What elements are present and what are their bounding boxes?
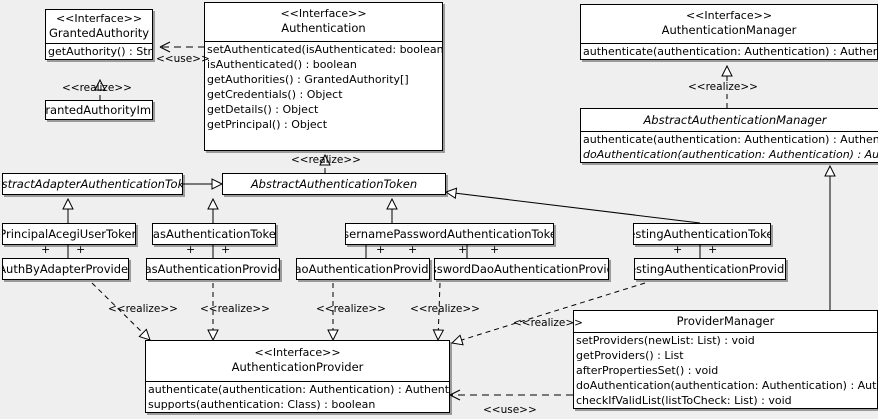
association-adornment: + (221, 243, 231, 256)
relationship-label-realize-cas-provider: <<realize>> (200, 303, 270, 315)
operation: authenticate(authentication: Authenticat… (148, 383, 449, 396)
association-adornment: + (408, 243, 418, 256)
class-name: CasAuthenticationProvider (147, 262, 279, 276)
operation: setProviders(newList: List) : void (576, 334, 755, 347)
stereotype: <<Interface>> (55, 12, 143, 25)
class-cas-authentication-provider[interactable]: CasAuthenticationProvider (146, 258, 280, 280)
association-adornment: + (708, 243, 718, 256)
class-name: PrincipalAcegiUserToken (2, 227, 136, 241)
operation: authenticate(authentication: Authenticat… (583, 45, 877, 58)
class-name: Authentication (281, 21, 366, 35)
association-adornment: + (76, 243, 86, 256)
class-authentication-provider[interactable]: <<Interface>> AuthenticationProvider aut… (145, 340, 450, 413)
relationship-label-realize-auth-by-adapter: <<realize>> (108, 303, 178, 315)
operation: doAuthentication(authentication: Authent… (576, 379, 877, 392)
stereotype: <<Interface>> (280, 7, 367, 20)
operations-compartment: setAuthenticated(isAuthenticated: boolea… (205, 41, 442, 132)
class-name: DaoAuthenticationProvider (297, 262, 429, 276)
association-adornment: + (458, 243, 468, 256)
class-password-dao-authentication-provider[interactable]: PasswordDaoAuthenticationProvider (434, 258, 609, 280)
class-authentication-manager[interactable]: <<Interface>> AuthenticationManager auth… (580, 4, 878, 60)
association-adornment: + (186, 243, 196, 256)
operation: setAuthenticated(isAuthenticated: boolea… (207, 43, 442, 56)
class-abstract-adapter-authentication-token[interactable]: AbstractAdapterAuthenticationToken (2, 173, 183, 195)
class-cas-authentication-token[interactable]: CasAuthenticationToken (152, 223, 276, 245)
class-name: AbstractAuthenticationToken (250, 177, 418, 191)
class-name: GrantedAuthorityImpl (45, 103, 152, 117)
class-name: GrantedAuthority (49, 26, 150, 40)
operation: afterPropertiesSet() : void (576, 364, 719, 377)
class-header: ProviderManager (574, 311, 877, 332)
relationship-label-use-provider-manager: <<use>> (483, 404, 537, 416)
association-adornment: + (41, 243, 51, 256)
operation: getProviders() : List (576, 349, 684, 362)
class-name: AuthenticationManager (661, 23, 797, 37)
class-name: TestingAuthenticationToken (634, 227, 770, 241)
class-header: <<Interface>> AuthenticationProvider (146, 341, 449, 381)
operation: getPrincipal() : Object (207, 118, 328, 131)
operations-compartment: authenticate(authentication: Authenticat… (146, 381, 449, 412)
class-name: UsernamePasswordAuthenticationToken (345, 227, 554, 241)
class-provider-manager[interactable]: ProviderManager setProviders(newList: Li… (573, 310, 878, 409)
relationship-label-realize-granted-authority-impl: <<realize>> (62, 82, 132, 94)
class-testing-authentication-provider[interactable]: TestingAuthenticationProvider (634, 258, 786, 280)
operation: checkIfValidList(listToCheck: List) : vo… (576, 394, 792, 407)
association-adornment: + (490, 243, 500, 256)
operations-compartment: setProviders(newList: List) : void getPr… (574, 332, 877, 408)
relationship-label-realize-abstract-token: <<realize>> (291, 154, 361, 166)
operation: authenticate(authentication: Authenticat… (583, 133, 878, 146)
class-header: <<Interface>> GrantedAuthority (46, 10, 152, 43)
class-granted-authority[interactable]: <<Interface>> GrantedAuthority getAuthor… (45, 9, 153, 60)
relationship-label-realize-password-dao-provider: <<realize>> (410, 303, 480, 315)
class-name: CasAuthenticationToken (152, 227, 276, 241)
stereotype: <<Interface>> (685, 9, 773, 22)
class-abstract-authentication-token[interactable]: AbstractAuthenticationToken (222, 173, 446, 195)
class-name: AbstractAuthenticationManager (643, 113, 827, 127)
operation: getAuthorities() : GrantedAuthority[] (207, 73, 409, 86)
association-adornment: + (673, 243, 683, 256)
class-dao-authentication-provider[interactable]: DaoAuthenticationProvider (296, 258, 430, 280)
association-adornment: + (376, 243, 386, 256)
operation: doAuthentication(authentication: Authent… (583, 148, 878, 161)
operations-compartment: authenticate(authentication: Authenticat… (581, 43, 877, 59)
class-header: <<Interface>> Authentication (205, 3, 442, 41)
relationship-label-realize-dao-provider: <<realize>> (316, 303, 386, 315)
class-name: ProviderManager (676, 314, 775, 328)
class-header: AbstractAuthenticationManager (581, 109, 878, 131)
operations-compartment: authenticate(authentication: Authenticat… (581, 131, 878, 162)
class-name: AuthenticationProvider (231, 360, 364, 374)
operation: supports(authentication: Class) : boolea… (148, 398, 376, 411)
class-header: <<Interface>> AuthenticationManager (581, 5, 877, 43)
class-principal-acegi-user-token[interactable]: PrincipalAcegiUserToken (2, 223, 136, 245)
class-auth-by-adapter-provider[interactable]: AuthByAdapterProvider (2, 258, 129, 280)
relationship-label-use-granted-authority: <<use>> (156, 53, 210, 65)
operation: getCredentials() : Object (207, 88, 343, 101)
operation: getAuthority() : String (48, 45, 152, 58)
class-name: AbstractAdapterAuthenticationToken (2, 177, 182, 191)
operation: isAuthenticated() : boolean (207, 58, 357, 71)
class-username-password-authentication-token[interactable]: UsernamePasswordAuthenticationToken (345, 223, 554, 245)
stereotype: <<Interface>> (254, 346, 341, 359)
relationship-label-realize-testing-provider: <<realize>> (513, 317, 583, 329)
operation: getDetails() : Object (207, 103, 319, 116)
class-name: AuthByAdapterProvider (2, 262, 129, 276)
class-testing-authentication-token[interactable]: TestingAuthenticationToken (633, 223, 771, 245)
class-name: TestingAuthenticationProvider (635, 262, 785, 276)
class-name: PasswordDaoAuthenticationProvider (435, 262, 608, 276)
class-granted-authority-impl[interactable]: GrantedAuthorityImpl (45, 100, 153, 120)
operations-compartment: getAuthority() : String (46, 43, 152, 59)
relationship-label-realize-authentication-manager: <<realize>> (688, 81, 758, 93)
class-abstract-authentication-manager[interactable]: AbstractAuthenticationManager authentica… (580, 108, 878, 163)
class-authentication[interactable]: <<Interface>> Authentication setAuthenti… (204, 2, 443, 151)
